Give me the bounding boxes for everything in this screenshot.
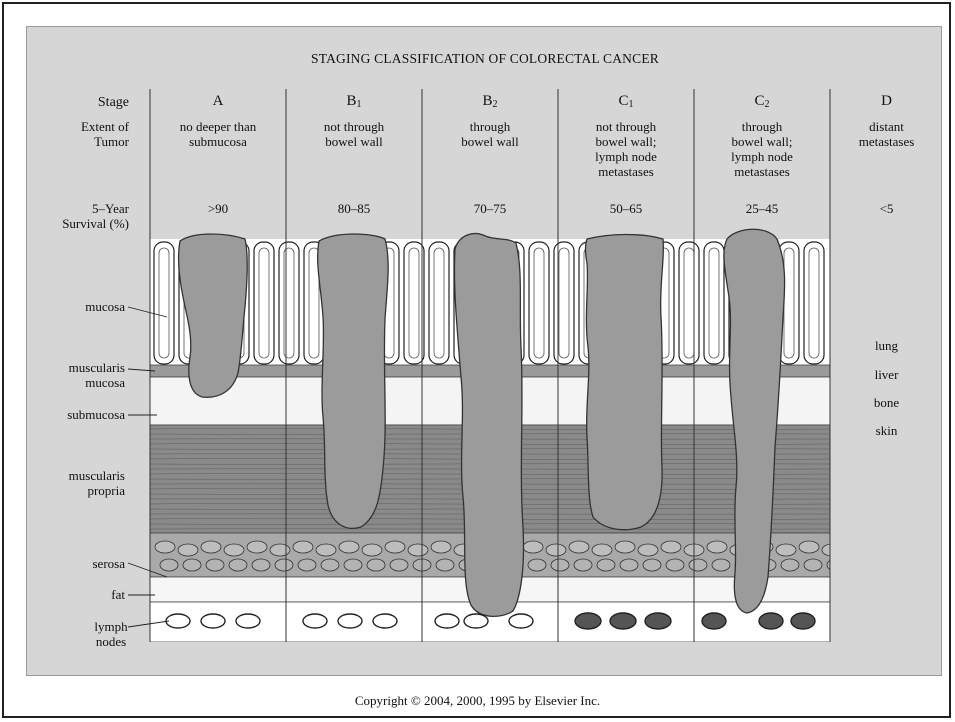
mucosal-gland <box>254 242 274 364</box>
serosa-cell <box>344 559 362 571</box>
serosa-cell <box>597 559 615 571</box>
serosa-cell <box>592 544 612 556</box>
serosa-cell <box>155 541 175 553</box>
serosa-cell <box>316 544 336 556</box>
serosa-cell <box>201 541 221 553</box>
diagram-panel: STAGING CLASSIFICATION OF COLORECTAL CAN… <box>26 26 942 676</box>
mucosal-gland <box>529 242 549 364</box>
serosa-cell <box>247 541 267 553</box>
metastasis-bone: bone <box>830 395 943 410</box>
serosa-cell <box>275 559 293 571</box>
lymph-node <box>435 614 459 628</box>
metastasis-lung: lung <box>830 338 943 353</box>
lymph-node-metastatic <box>759 613 783 629</box>
serosa-cell <box>620 559 638 571</box>
serosa-cell <box>661 541 681 553</box>
lymph-node <box>166 614 190 628</box>
label-lymph-nodes: lymph nodes <box>81 619 141 649</box>
label-muscularis-mucosa: muscularis mucosa <box>37 360 125 390</box>
serosa-cell <box>362 544 382 556</box>
serosa-cell <box>431 541 451 553</box>
label-fat: fat <box>37 587 125 602</box>
lymph-node <box>373 614 397 628</box>
lymph-node <box>464 614 488 628</box>
serosa-cell <box>252 559 270 571</box>
serosa-cell <box>574 559 592 571</box>
bowel-wall-illustration <box>27 27 943 677</box>
serosa-cell <box>615 541 635 553</box>
serosa-cell <box>160 559 178 571</box>
label-muscularis-propria: muscularis propria <box>37 468 125 498</box>
serosa-cell <box>712 559 730 571</box>
serosa-cell <box>436 559 454 571</box>
mucosal-gland <box>279 242 299 364</box>
serosa-cell <box>689 559 707 571</box>
metastasis-liver: liver <box>830 367 943 382</box>
tumor-stage-b2 <box>454 234 523 617</box>
lymph-node <box>338 614 362 628</box>
mucosal-gland <box>429 242 449 364</box>
serosa-cell <box>776 544 796 556</box>
serosa-cell <box>229 559 247 571</box>
tumor-stage-a <box>179 234 248 397</box>
metastasis-skin: skin <box>830 423 943 438</box>
serosa-cell <box>321 559 339 571</box>
serosa-cell <box>408 544 428 556</box>
label-mucosa: mucosa <box>37 299 125 314</box>
lymph-node-metastatic <box>645 613 671 629</box>
lymph-node-metastatic <box>575 613 601 629</box>
serosa-cell <box>293 541 313 553</box>
tumor-stage-b1 <box>318 234 389 528</box>
copyright-notice: Copyright © 2004, 2000, 1995 by Elsevier… <box>0 693 955 709</box>
lymph-node-metastatic <box>610 613 636 629</box>
tumor-stage-c1 <box>586 235 664 530</box>
serosa-cell <box>183 559 201 571</box>
serosa-cell <box>781 559 799 571</box>
label-serosa: serosa <box>37 556 125 571</box>
serosa-cell <box>551 559 569 571</box>
lymph-node <box>236 614 260 628</box>
serosa-cell <box>298 559 316 571</box>
mucosal-gland <box>404 242 424 364</box>
serosa-cell <box>206 559 224 571</box>
serosa-cell <box>707 541 727 553</box>
serosa-cell <box>643 559 661 571</box>
serosa-cell <box>523 541 543 553</box>
serosa-cell <box>385 541 405 553</box>
label-submucosa: submucosa <box>37 407 125 422</box>
serosa-cell <box>666 559 684 571</box>
serosa-cell <box>569 541 589 553</box>
serosa-cell <box>546 544 566 556</box>
serosa-cell <box>339 541 359 553</box>
serosa-cell <box>178 544 198 556</box>
serosa-cell <box>367 559 385 571</box>
mucosal-gland <box>554 242 574 364</box>
serosa-cell <box>822 544 842 556</box>
lymph-node-metastatic <box>702 613 726 629</box>
serosa-cell <box>224 544 244 556</box>
lymph-node <box>201 614 225 628</box>
mucosal-gland <box>804 242 824 364</box>
serosa-cell <box>528 559 546 571</box>
mucosal-gland <box>704 242 724 364</box>
mucosal-gland <box>679 242 699 364</box>
serosa-cell <box>390 559 408 571</box>
lymph-node <box>509 614 533 628</box>
serosa-cell <box>804 559 822 571</box>
serosa-cell <box>799 541 819 553</box>
lymph-node-metastatic <box>791 613 815 629</box>
mucosal-gland <box>154 242 174 364</box>
serosa-cell <box>270 544 290 556</box>
serosa-cell <box>638 544 658 556</box>
lymph-node <box>303 614 327 628</box>
